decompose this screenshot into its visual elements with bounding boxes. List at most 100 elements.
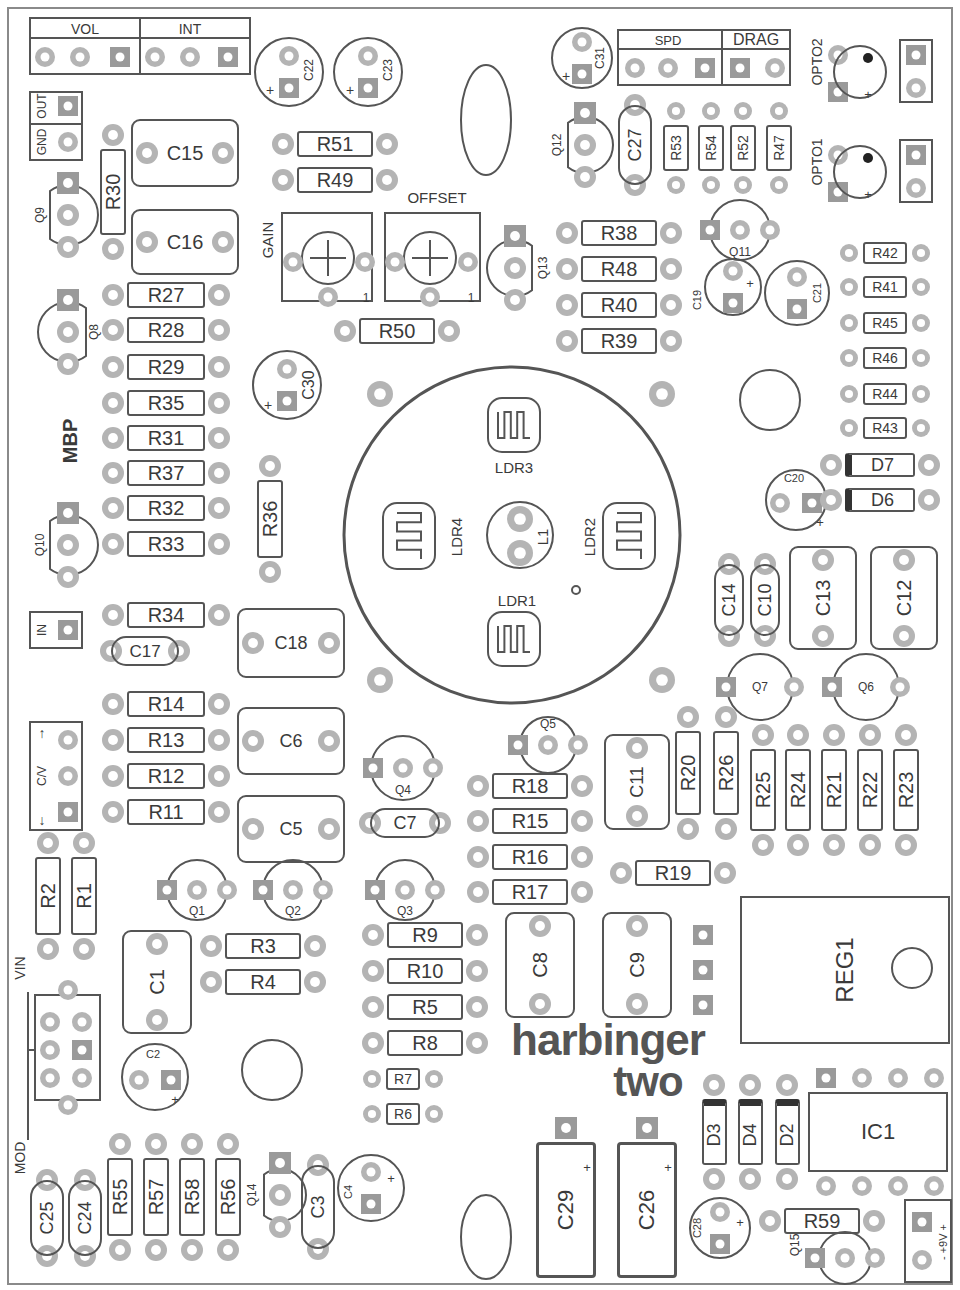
drill-hole <box>63 178 73 188</box>
round-pad <box>363 1070 381 1088</box>
round-pad <box>840 314 858 332</box>
round-pad <box>102 392 124 414</box>
round-pad <box>467 846 489 868</box>
drill-hole <box>108 398 118 408</box>
round-pad <box>208 284 230 306</box>
mounting-hole <box>740 370 800 430</box>
drill-hole <box>790 683 799 692</box>
drill-hole <box>374 388 386 400</box>
part-label: R53 <box>669 135 683 161</box>
silkscreen-label: C2 <box>146 1049 160 1060</box>
drill-hole <box>630 180 640 190</box>
resistor-box: R40 <box>581 292 657 318</box>
round-pad <box>208 801 230 823</box>
round-pad <box>574 166 596 188</box>
round-pad <box>912 244 930 262</box>
transistor-outline <box>568 117 613 173</box>
switch-outline <box>35 995 100 1100</box>
capacitor-box: C5 <box>237 795 345 863</box>
drill-hole <box>163 886 172 895</box>
round-pad <box>529 915 551 937</box>
round-pad <box>912 278 930 296</box>
round-pad <box>626 737 648 759</box>
part-label: R58 <box>182 1179 202 1216</box>
round-pad <box>145 1239 167 1261</box>
round-pad <box>208 319 230 341</box>
drill-hole <box>64 626 73 635</box>
capacitor-oval: C17 <box>111 636 179 666</box>
drill-hole <box>577 781 587 791</box>
round-pad <box>376 169 398 191</box>
header-outline <box>618 30 790 85</box>
round-pad <box>145 47 165 67</box>
drill-hole <box>736 64 745 73</box>
drill-hole <box>265 461 275 471</box>
drill-hole <box>324 293 333 302</box>
resistor-box: R37 <box>127 460 205 486</box>
part-label: R3 <box>250 936 276 956</box>
drill-hole <box>701 64 710 73</box>
part-label: R37 <box>148 463 185 483</box>
part-label: D7 <box>871 456 894 474</box>
part-label: R10 <box>407 961 444 981</box>
capacitor-box: C16 <box>131 209 239 275</box>
part-label: R28 <box>148 320 185 340</box>
round-pad <box>776 1168 798 1190</box>
transistor-outline <box>50 515 98 575</box>
round-pad <box>812 549 834 571</box>
resistor-box: R35 <box>127 390 205 416</box>
square-pad <box>716 677 736 697</box>
round-pad <box>429 812 451 834</box>
round-pad <box>334 320 356 342</box>
round-pad <box>304 935 326 957</box>
round-pad <box>58 766 78 786</box>
square-pad <box>253 880 273 900</box>
drill-hole <box>707 181 715 189</box>
round-pad <box>660 258 682 280</box>
drill-hole <box>364 84 373 93</box>
drill-hole <box>632 811 642 821</box>
silkscreen-label: OUT <box>36 93 48 118</box>
drill-hole <box>115 1245 125 1255</box>
round-pad <box>626 915 648 937</box>
drill-hole <box>46 1046 55 1055</box>
part-label: C15 <box>167 143 204 163</box>
round-pad <box>102 801 124 823</box>
square-pad <box>816 1068 836 1088</box>
drill-hole <box>578 38 587 47</box>
resistor-box: R14 <box>127 691 205 717</box>
drill-hole <box>278 175 288 185</box>
drill-hole <box>721 824 731 834</box>
silkscreen-label: C31 <box>594 47 606 69</box>
silkscreen-label: MBP <box>60 419 80 463</box>
drill-hole <box>793 840 803 850</box>
silkscreen-label: VOL <box>71 22 99 36</box>
drill-hole <box>214 398 224 408</box>
silkscreen-label: Q11 <box>729 246 751 258</box>
silkscreen-label: GAIN <box>260 222 275 259</box>
drill-hole <box>577 816 587 826</box>
silkscreen-label: DRAG <box>733 32 779 48</box>
resistor-box: R33 <box>127 531 205 557</box>
drill-hole <box>924 460 934 470</box>
round-pad <box>571 846 593 868</box>
drill-hole <box>218 237 228 247</box>
drill-hole <box>248 824 258 834</box>
drill-hole <box>382 175 392 185</box>
drill-hole <box>577 852 587 862</box>
drill-hole <box>43 838 53 848</box>
drill-hole <box>917 354 925 362</box>
drill-hole <box>214 735 224 745</box>
resistor-box: R16 <box>492 844 568 870</box>
marker-dot <box>572 586 580 594</box>
transistor-outline <box>833 654 899 720</box>
drill-hole <box>917 249 925 257</box>
drill-hole <box>709 1080 719 1090</box>
round-pad <box>102 604 124 626</box>
drill-hole <box>108 433 118 443</box>
header-outline <box>905 1200 951 1282</box>
drill-hole <box>666 264 676 274</box>
capacitor-outline <box>255 38 323 106</box>
part-label: D6 <box>871 491 894 509</box>
round-pad <box>739 1168 761 1190</box>
